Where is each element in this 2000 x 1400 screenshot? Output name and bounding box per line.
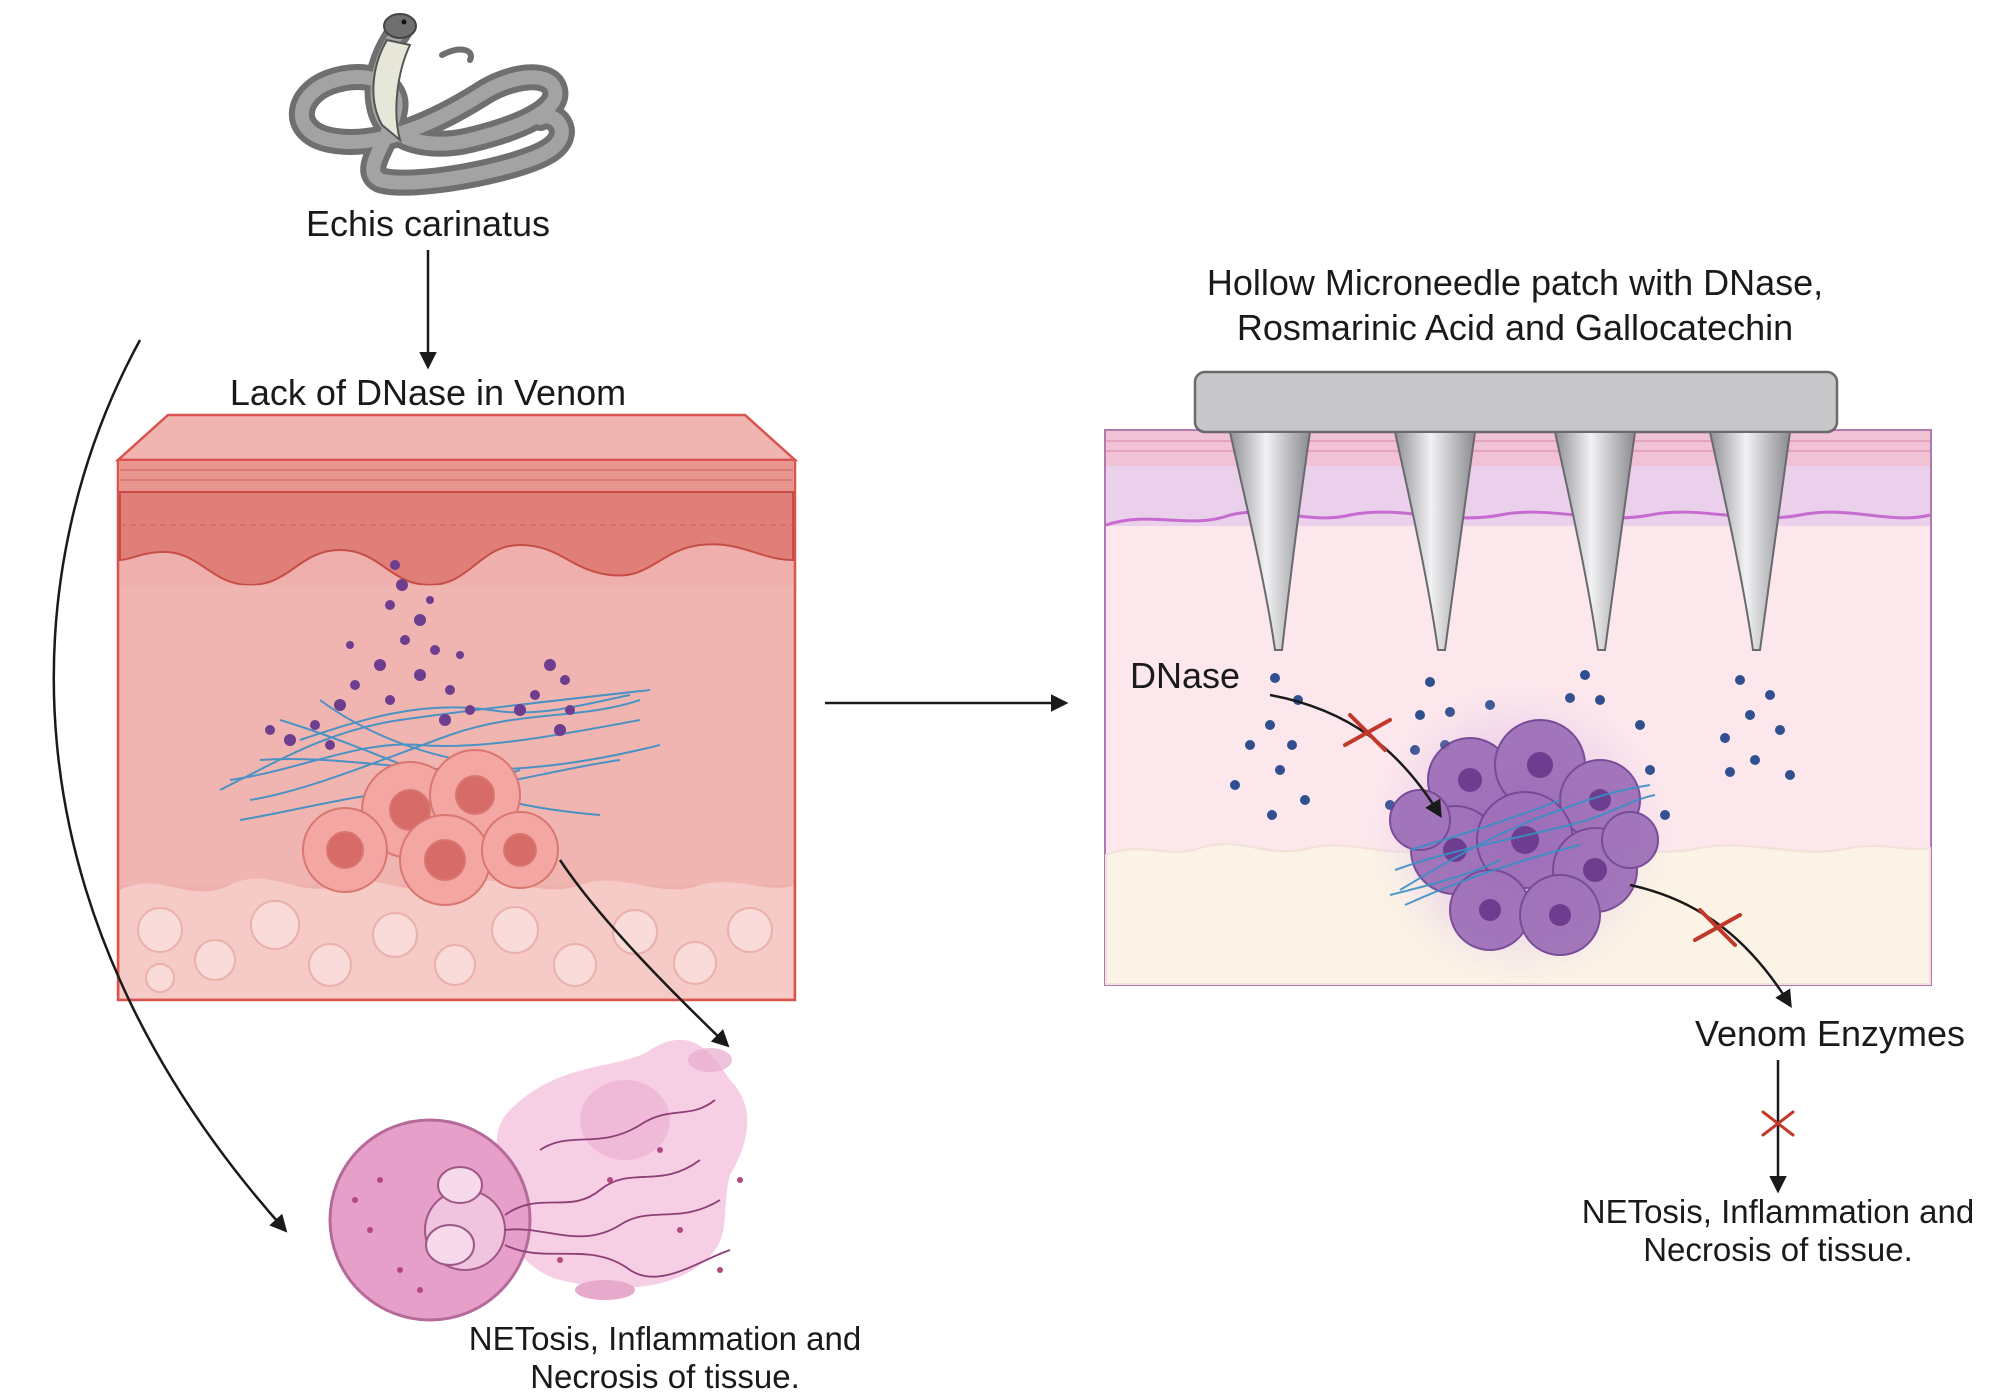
organism-label: Echis carinatus: [306, 203, 550, 244]
blocked-x-icon-2: [1693, 908, 1742, 947]
venom-enzymes-label: Venom Enzymes: [1695, 1013, 1965, 1054]
patch-title-line2: Rosmarinic Acid and Gallocatechin: [1237, 307, 1793, 348]
microneedle-patch-icon: [1193, 370, 1839, 651]
venom-mass-icon: [1370, 685, 1670, 985]
venom-particles-left: [265, 560, 575, 750]
blocked-x-icon-3: [1761, 1110, 1795, 1137]
dnase-label: DNase: [1130, 655, 1240, 696]
left-outcome-line2: Necrosis of tissue.: [530, 1358, 800, 1395]
patch-title-line1: Hollow Microneedle patch with DNase,: [1207, 262, 1823, 303]
right-outcome-line2: Necrosis of tissue.: [1643, 1231, 1913, 1268]
arrow-tissue-to-netosis: [558, 859, 730, 1048]
netosis-cell-icon: [328, 1039, 748, 1322]
right-outcome-line1: NETosis, Inflammation and: [1582, 1193, 1975, 1230]
necrotic-cells-left: [302, 749, 559, 906]
cause-label: Lack of DNase in Venom: [230, 372, 626, 413]
blocked-x-icon: [1343, 713, 1392, 752]
arrow-long-curve: [52, 339, 288, 1233]
snake-icon: [288, 13, 575, 196]
left-outcome-line1: NETosis, Inflammation and: [469, 1320, 862, 1357]
